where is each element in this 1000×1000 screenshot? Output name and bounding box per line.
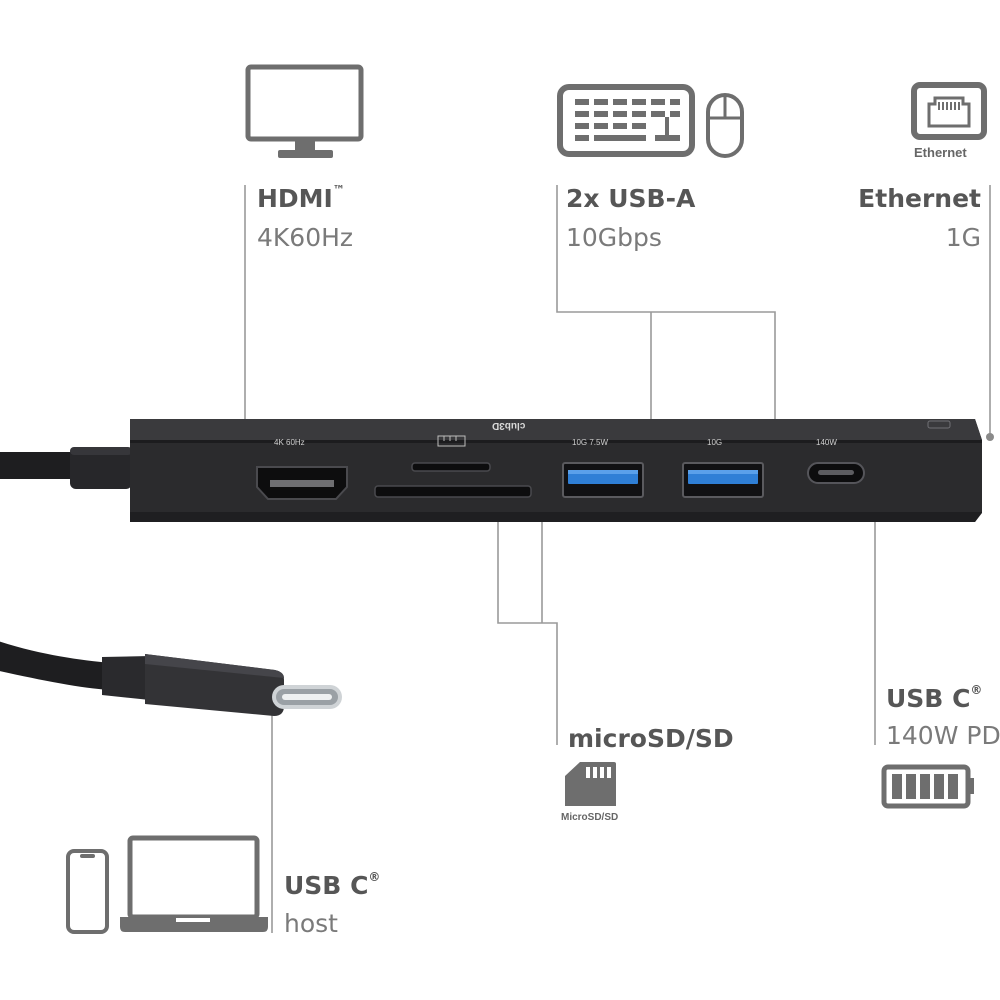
hub-sd-glyph — [437, 435, 466, 447]
usb-a-title: 2x USB-A — [566, 184, 696, 213]
hub-label-hdmi: 4K 60Hz — [274, 438, 305, 447]
hdmi-port — [256, 466, 348, 500]
usbc-host-registered: ® — [368, 870, 381, 884]
usb-a-port-1 — [562, 462, 644, 498]
hub-label-usb-a1: 10G 7.5W — [572, 438, 609, 447]
hdmi-title: HDMI™ — [257, 183, 345, 213]
hdmi-trademark: ™ — [332, 183, 345, 197]
ethernet-port-icon — [911, 82, 987, 140]
ethernet-icon-caption: Ethernet — [914, 145, 967, 160]
usb-a-port-2 — [682, 462, 764, 498]
usbc-host-title: USB C® — [284, 870, 381, 900]
ethernet-title: Ethernet — [858, 184, 981, 213]
laptop-icon — [120, 835, 268, 932]
usb-c-port — [807, 462, 865, 484]
hub-body — [130, 419, 982, 522]
microsd-icon-caption: MicroSD/SD — [561, 812, 619, 823]
usbc-pd-spec: 140W PD — [886, 721, 1000, 750]
keyboard-icon — [557, 84, 695, 157]
usbc-host-spec: host — [284, 909, 338, 938]
ethernet-spec: 1G — [945, 223, 981, 252]
hub-cable — [0, 447, 132, 489]
usb-c-plug — [0, 641, 342, 716]
sd-card-icon — [565, 762, 616, 806]
usbc-pd-registered: ® — [970, 683, 983, 697]
usb-a-spec: 10Gbps — [566, 223, 662, 252]
battery-icon — [881, 764, 974, 809]
usbc-host-title-text: USB C — [284, 871, 369, 900]
monitor-icon — [245, 64, 364, 158]
sd-slot — [374, 485, 532, 498]
usbc-pd-title-text: USB C — [886, 684, 971, 713]
hub-label-usbc: 140W — [816, 438, 837, 447]
usbc-pd-title: USB C® — [886, 683, 983, 713]
hdmi-title-text: HDMI — [257, 184, 333, 213]
leader-microsd — [497, 470, 558, 745]
hub-label-usb-a2: 10G — [707, 438, 723, 447]
microsd-title: microSD/SD — [568, 724, 734, 753]
microsd-slot — [411, 462, 491, 472]
leader-usb-a — [556, 185, 776, 468]
mouse-icon — [706, 93, 744, 158]
hdmi-spec: 4K60Hz — [257, 223, 354, 252]
phone-icon — [66, 849, 109, 934]
hub-brand-logo: club3D — [492, 420, 526, 431]
